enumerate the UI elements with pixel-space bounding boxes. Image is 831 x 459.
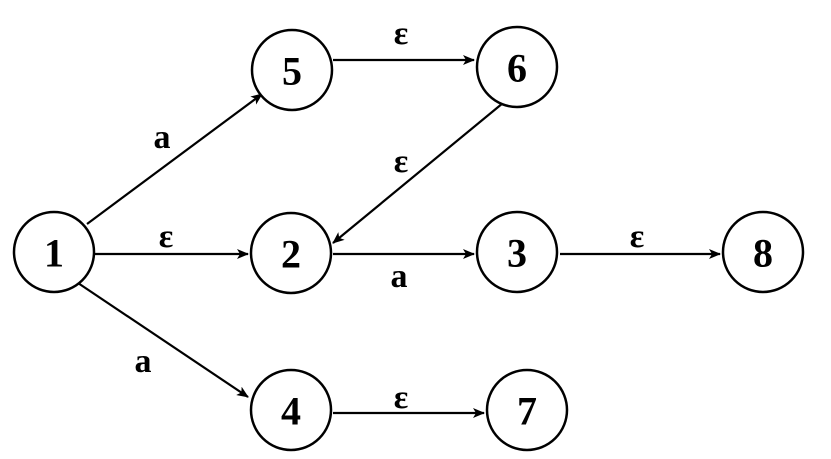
- edge-3-8: ε: [560, 218, 721, 259]
- edge-5-6: ε: [333, 15, 475, 65]
- edge-1-4: a: [77, 282, 249, 398]
- state-node-1: 1: [12, 210, 96, 294]
- state-label-6: 6: [507, 46, 527, 91]
- edge-label-1-4: a: [135, 343, 152, 380]
- state-node-2: 2: [249, 211, 333, 295]
- state-label-4: 4: [281, 389, 301, 434]
- edge-4-7: ε: [333, 379, 485, 418]
- state-label-8: 8: [753, 231, 773, 276]
- state-label-3: 3: [507, 231, 527, 276]
- edge-2-3: a: [333, 249, 475, 295]
- edge-label-4-7: ε: [394, 379, 409, 416]
- edge-1-2: ε: [95, 218, 249, 259]
- edge-label-5-6: ε: [394, 15, 409, 52]
- state-label-5: 5: [282, 49, 302, 94]
- state-node-7: 7: [485, 368, 569, 452]
- state-node-3: 3: [475, 210, 559, 294]
- edge-label-1-5: a: [154, 119, 171, 156]
- edge-label-1-2: ε: [159, 218, 174, 255]
- edge-label-6-2: ε: [394, 143, 409, 180]
- edge-1-5: a: [86, 93, 263, 225]
- edge-label-3-8: ε: [630, 218, 645, 255]
- edge-6-2: ε: [332, 102, 504, 244]
- state-label-2: 2: [281, 232, 301, 277]
- state-node-4: 4: [249, 368, 333, 452]
- state-label-7: 7: [517, 389, 537, 434]
- state-node-6: 6: [475, 25, 559, 109]
- state-node-5: 5: [250, 28, 334, 112]
- state-label-1: 1: [44, 231, 64, 276]
- edge-label-2-3: a: [391, 258, 408, 295]
- state-node-8: 8: [721, 210, 805, 294]
